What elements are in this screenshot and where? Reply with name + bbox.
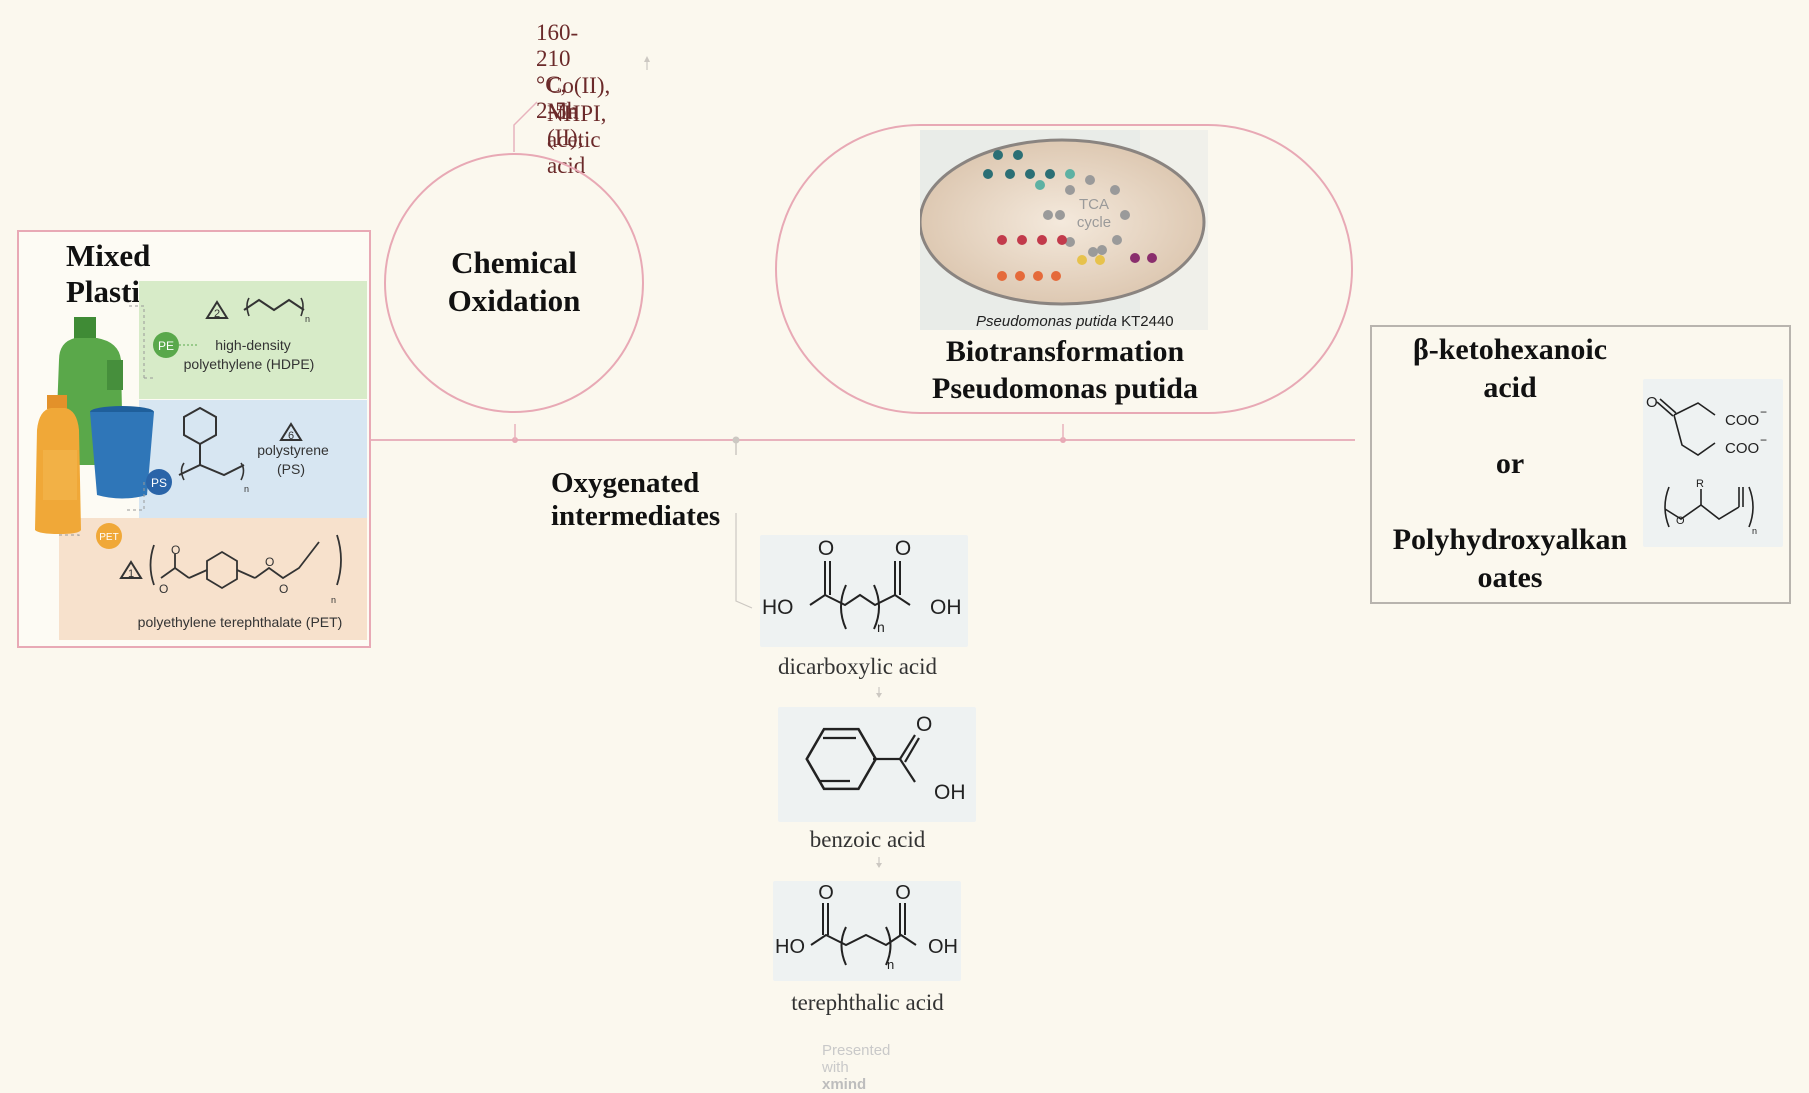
terephthalic-acid-structure: O O HO OH n [773, 881, 961, 981]
terephthalic-atom-o2: O [895, 882, 911, 904]
dicarboxylic-acid-label: dicarboxylic acid [777, 654, 937, 679]
benzoic-atom-oh: OH [934, 781, 966, 804]
biotransformation-label: Biotransformation Pseudomonas putida [880, 333, 1250, 407]
pe-badge: PE [153, 332, 199, 358]
product-line5: oates [1477, 561, 1543, 594]
product-atom-o2: O [1676, 515, 1685, 527]
terephthalic-atom-ho: HO [775, 936, 805, 958]
product-line1: β-ketohexanoic [1412, 333, 1608, 366]
product-atom-o: O [1646, 394, 1658, 411]
benzoic-acid-label: benzoic acid [809, 827, 926, 852]
recycle-icon-ps: 6 [279, 422, 303, 442]
pet-recycle-number: 1 [128, 568, 134, 580]
organism-strain: KT2440 [1117, 313, 1174, 330]
biotransformation-node[interactable] [775, 124, 1353, 414]
product-structures: O COO − COO − R O n [1643, 379, 1783, 547]
pe-structure [243, 298, 305, 312]
terephthalic-subscript: n [887, 957, 894, 972]
ps-subscript: n [244, 484, 249, 494]
product-line3: or [1495, 447, 1525, 480]
ps-badge: PS [146, 469, 172, 495]
biotransformation-line2: Pseudomonas putida [932, 372, 1198, 405]
cell-metabolism-illustration: TCA cycle Pseudomonas putid [920, 130, 1208, 330]
product-subscript: n [1752, 526, 1757, 536]
tca-label-line1: TCA [1079, 196, 1109, 213]
mixed-plastic-illustration: PE 2 n high-density polyethylene (HDPE) … [35, 281, 367, 640]
dicarboxylic-atom-ho: HO [762, 596, 794, 619]
terephthalic-atom-oh: OH [928, 936, 958, 958]
pet-badge: PET [96, 523, 122, 549]
benzoic-atom-o: O [916, 713, 932, 736]
product-atom-r: R [1696, 478, 1704, 490]
ps-badge-text: PS [151, 476, 167, 490]
organism-label: Pseudomonas putida KT2440 [976, 313, 1174, 330]
pe-subscript: n [305, 314, 310, 324]
pe-label-line2: polyethylene (HDPE) [184, 356, 315, 372]
pet-atom-o2: O [159, 582, 168, 596]
pet-subscript: n [331, 595, 336, 605]
pe-label-line1: high-density [215, 337, 291, 353]
organism-name: Pseudomonas putida [976, 313, 1117, 330]
pet-badge-text: PET [99, 532, 118, 543]
product-charge-1: − [1760, 405, 1767, 419]
product-line2: acid [1483, 371, 1537, 404]
watermark-prefix: Presented with [822, 1042, 891, 1076]
product-label: β-ketohexanoic acid or Polyhydroxyalkan … [1375, 331, 1645, 597]
pet-atom-o1: O [171, 543, 180, 557]
ps-recycle-number: 6 [288, 430, 294, 442]
pe-recycle-number: 2 [214, 308, 220, 320]
dicarboxylic-atom-o2: O [895, 537, 911, 560]
ps-band [139, 400, 367, 518]
ps-structure [178, 406, 245, 481]
reaction-conditions-temp-time: 160-210 °C, 2-5h [536, 20, 579, 123]
chemical-oxidation-label: Chemical Oxidation [384, 244, 644, 320]
pseudomonas-cell-figure: TCA cycle Pseudomonas putid [920, 130, 1208, 330]
benzoic-acid-structure: O OH [778, 707, 976, 822]
product-coo-2: COO [1725, 440, 1759, 457]
reaction-conditions-catalysts: Co(II), Mn (II), [547, 73, 611, 150]
dicarboxylic-atom-oh: OH [930, 596, 962, 619]
tca-label-line2: cycle [1077, 214, 1111, 231]
ps-label-line2: (PS) [277, 461, 305, 477]
dicarboxylic-subscript: n [877, 619, 885, 635]
pet-structure [149, 534, 342, 590]
chemical-oxidation-line2: Oxidation [447, 283, 581, 318]
recycle-icon-pet: 1 [119, 560, 143, 580]
product-charge-2: − [1760, 433, 1767, 447]
product-line4: Polyhydroxyalkan [1392, 523, 1628, 556]
recycle-icon-pe: 2 [205, 300, 229, 320]
pet-atom-o3: O [265, 555, 274, 569]
dicarboxylic-atom-o1: O [818, 537, 834, 560]
pet-label: polyethylene terephthalate (PET) [138, 614, 343, 630]
terephthalic-acid-label: terephthalic acid [791, 990, 944, 1015]
dicarboxylic-acid-structure: O O HO OH n [760, 535, 968, 647]
product-coo-1: COO [1725, 412, 1759, 429]
orange-bottle-image [35, 395, 81, 534]
chemical-oxidation-line1: Chemical [451, 245, 577, 280]
xmind-watermark: Presented with xmind [822, 1042, 890, 1093]
terephthalic-atom-o1: O [818, 882, 834, 904]
biotransformation-line1: Biotransformation [945, 335, 1185, 368]
pe-badge-text: PE [158, 339, 174, 353]
pet-atom-o4: O [279, 582, 288, 596]
oxygenated-intermediates-title[interactable]: Oxygenated intermediates [551, 467, 721, 532]
blue-cup-image [90, 406, 154, 499]
chemical-oxidation-node[interactable] [384, 153, 644, 413]
ps-label-line1: polystyrene [257, 442, 329, 458]
